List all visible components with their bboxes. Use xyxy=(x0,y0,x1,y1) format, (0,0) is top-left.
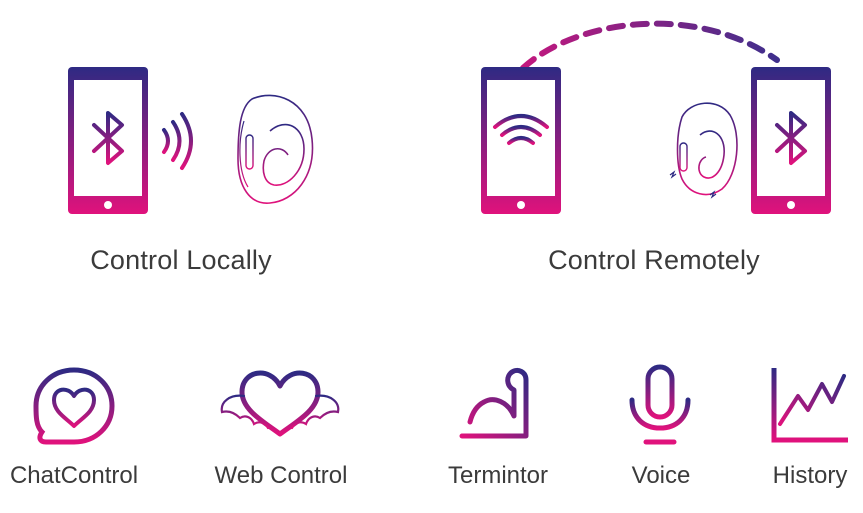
remote-connection-arc xyxy=(515,8,785,73)
feature-label-web-control: Web Control xyxy=(214,462,348,489)
local-phone xyxy=(68,67,148,214)
feature-web-control[interactable] xyxy=(218,366,342,438)
remote-phone-bluetooth xyxy=(751,67,831,214)
feature-label-voice: Voice xyxy=(631,462,691,489)
feature-chatcontrol[interactable] xyxy=(32,366,116,448)
microphone-icon xyxy=(629,364,691,445)
ring-device-remote-icon xyxy=(668,95,740,205)
mode-label-local: Control Locally xyxy=(90,245,272,275)
feature-label-termintor: Termintor xyxy=(447,462,549,489)
mode-label-remote: Control Remotely xyxy=(548,245,760,275)
wireless-signal-icon xyxy=(160,112,196,170)
chat-heart-icon xyxy=(33,367,115,445)
feature-history[interactable] xyxy=(770,366,850,444)
line-chart-icon xyxy=(771,368,848,443)
flexed-arm-icon xyxy=(459,367,529,439)
remote-phone-wifi xyxy=(481,67,561,214)
bluetooth-icon xyxy=(775,111,807,165)
wifi-icon xyxy=(493,114,549,145)
feature-termintor[interactable] xyxy=(458,366,538,442)
feature-label-history: History xyxy=(772,462,848,489)
bluetooth-icon xyxy=(92,111,124,165)
winged-heart-icon xyxy=(220,370,340,437)
feature-label-chatcontrol: ChatControl xyxy=(9,462,139,489)
ring-device-icon xyxy=(234,91,314,209)
feature-voice[interactable] xyxy=(626,364,694,446)
